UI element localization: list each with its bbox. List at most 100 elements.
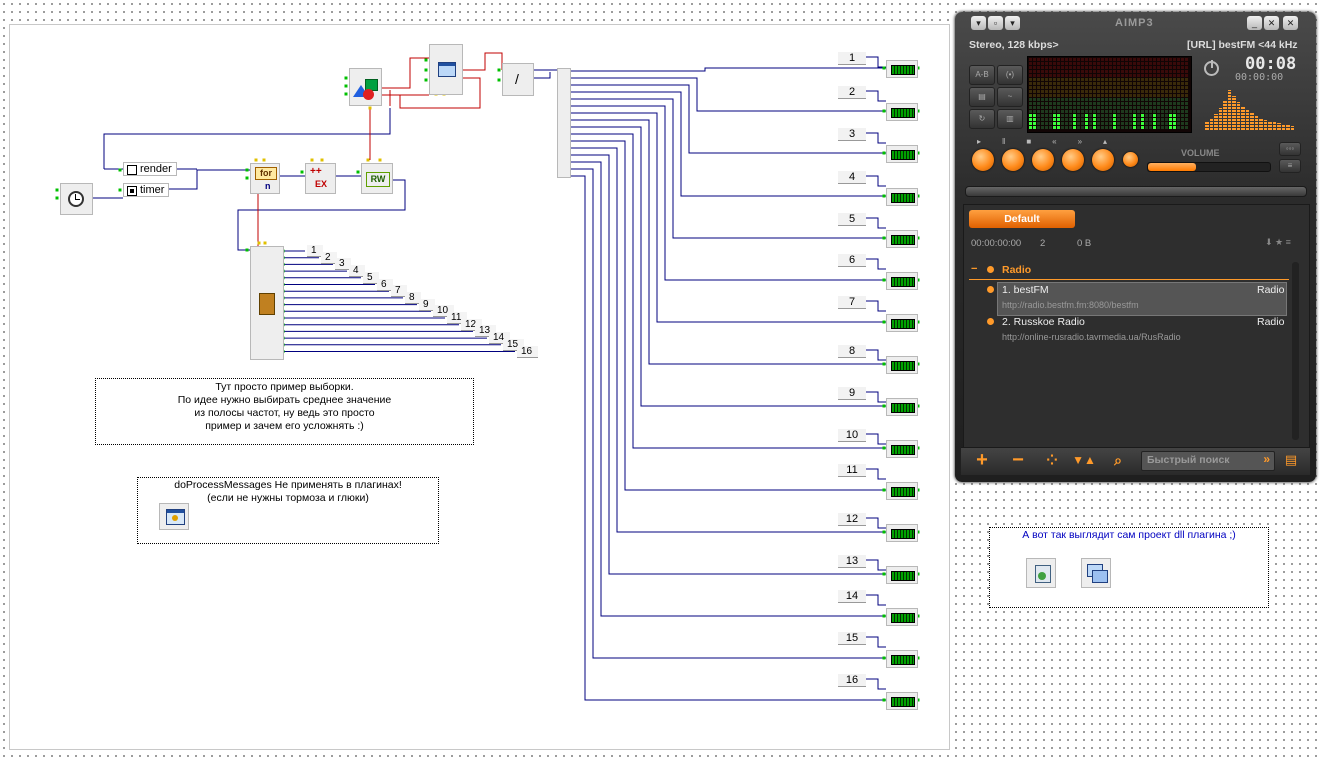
track-row-selected[interactable]	[997, 282, 1287, 316]
play-button[interactable]	[972, 149, 994, 171]
repeat-button[interactable]: ↻	[969, 109, 995, 129]
comment-line: А вот так выглядит сам проект dll плагин…	[1022, 529, 1236, 541]
exception-component[interactable]: ++ EX	[305, 163, 336, 194]
previous-button[interactable]	[1062, 149, 1084, 171]
stop-button[interactable]	[1032, 149, 1054, 171]
collapse-button[interactable]: ▾	[1005, 16, 1020, 30]
array-component[interactable]	[250, 246, 284, 360]
meter-bar-icon	[891, 571, 915, 581]
next-button[interactable]	[1092, 149, 1114, 171]
level-meter[interactable]	[886, 566, 918, 584]
playlist-toggle-button[interactable]: ▤	[969, 87, 995, 107]
level-meter[interactable]	[886, 314, 918, 332]
level-meter[interactable]	[886, 524, 918, 542]
level-meter[interactable]	[886, 230, 918, 248]
minimize-tray-button[interactable]: ▫	[988, 16, 1003, 30]
index-label: 12	[838, 513, 866, 526]
level-meter[interactable]	[886, 60, 918, 78]
rw-component[interactable]: RW	[361, 163, 393, 194]
form-component[interactable]	[429, 44, 463, 95]
for-component[interactable]: for n	[250, 163, 280, 194]
index-label: 5	[838, 213, 866, 226]
eq-button[interactable]: (•)	[997, 65, 1023, 85]
level-meter[interactable]	[886, 650, 918, 668]
array-index-label: 7	[391, 285, 407, 298]
power-icon[interactable]	[1204, 60, 1219, 76]
level-meter[interactable]	[886, 188, 918, 206]
dll-plugin-component[interactable]	[1026, 558, 1056, 588]
meter-bar-icon	[891, 150, 915, 160]
divide-component[interactable]: /	[502, 63, 534, 96]
mixer-button[interactable]: ≡	[1279, 159, 1301, 173]
index-label: 11	[838, 464, 866, 477]
shapes-icon	[353, 79, 379, 103]
index-label: 14	[838, 590, 866, 603]
comment-line: (если не нужны тормоза и глюки)	[207, 492, 369, 504]
level-meter[interactable]	[886, 440, 918, 458]
minimize-button[interactable]: _	[1247, 16, 1262, 30]
playlist-icons[interactable]: ⬇ ★ ≡	[1265, 237, 1291, 247]
menu-button[interactable]: ▾	[971, 16, 986, 30]
level-meter[interactable]	[886, 692, 918, 710]
dsp-button[interactable]: ~	[997, 87, 1023, 107]
track-genre: Radio	[1257, 316, 1285, 328]
open-button[interactable]	[1123, 152, 1138, 167]
ex-label: EX	[315, 179, 328, 189]
meter-bar-icon	[891, 403, 915, 413]
add-icon[interactable]: +	[976, 449, 988, 471]
volume-slider[interactable]	[1147, 162, 1271, 172]
array-index-label: 5	[363, 271, 379, 284]
quick-search-placeholder: Быстрый поиск	[1147, 454, 1230, 466]
index-label: 2	[838, 86, 866, 99]
hub-component[interactable]	[557, 68, 571, 178]
array-index-label: 2	[321, 251, 337, 264]
timer-component[interactable]	[60, 183, 93, 215]
level-meter[interactable]	[886, 272, 918, 290]
group-name: Radio	[1002, 264, 1032, 276]
process-messages-component[interactable]	[159, 503, 189, 530]
level-meter[interactable]	[886, 145, 918, 163]
playlist-scrollbar[interactable]	[1292, 262, 1299, 440]
pin-button[interactable]: ✕	[1264, 16, 1279, 30]
quick-search-input[interactable]: Быстрый поиск »	[1141, 451, 1275, 471]
render-label: render	[140, 163, 172, 175]
meter-bar-icon	[891, 277, 915, 287]
level-meter[interactable]	[886, 103, 918, 121]
group-separator	[969, 279, 1289, 280]
level-meter[interactable]	[886, 356, 918, 374]
spectrum-visualizer	[1027, 56, 1192, 133]
meter-bar-icon	[891, 108, 915, 118]
search-go-icon[interactable]: »	[1263, 452, 1270, 466]
search-icon[interactable]: ⌕	[1114, 452, 1122, 468]
shapes-component[interactable]	[349, 68, 382, 106]
close-button[interactable]: ✕	[1283, 16, 1298, 30]
group-collapse-icon[interactable]: −	[971, 263, 978, 275]
level-meter[interactable]	[886, 482, 918, 500]
move-icon[interactable]: ▼▲	[1072, 453, 1096, 467]
ab-repeat-button[interactable]: A-B	[969, 65, 995, 85]
timer-label: timer	[140, 184, 165, 196]
index-label: 6	[838, 254, 866, 267]
remove-icon[interactable]: −	[1012, 449, 1024, 471]
file-icon[interactable]: ▤	[1284, 452, 1298, 467]
sort-icon[interactable]: ⁘	[1046, 452, 1058, 468]
meter-bar-icon	[891, 445, 915, 455]
playlist-tab-default[interactable]: Default	[969, 210, 1075, 228]
seek-bar[interactable]	[965, 186, 1307, 197]
balance-button[interactable]: ◦◦◦	[1279, 142, 1301, 156]
meter-bar-icon	[891, 613, 915, 623]
dll-form-component[interactable]	[1081, 558, 1111, 588]
level-meter[interactable]	[886, 608, 918, 626]
index-label: 16	[838, 674, 866, 687]
level-meter[interactable]	[886, 398, 918, 416]
pause-button[interactable]	[1002, 149, 1024, 171]
for-icon: for	[255, 167, 277, 180]
visual-button[interactable]: ▥	[997, 109, 1023, 129]
track-title[interactable]: 2. Russkoe Radio	[1002, 316, 1085, 328]
meter-bar-icon	[891, 319, 915, 329]
comment-line: Тут просто пример выборки.	[215, 381, 354, 393]
index-label: 4	[838, 171, 866, 184]
comment-line: пример и зачем его усложнять :)	[205, 420, 364, 432]
timer-checkbox[interactable]: timer	[123, 183, 169, 197]
render-checkbox[interactable]: render	[123, 162, 177, 176]
